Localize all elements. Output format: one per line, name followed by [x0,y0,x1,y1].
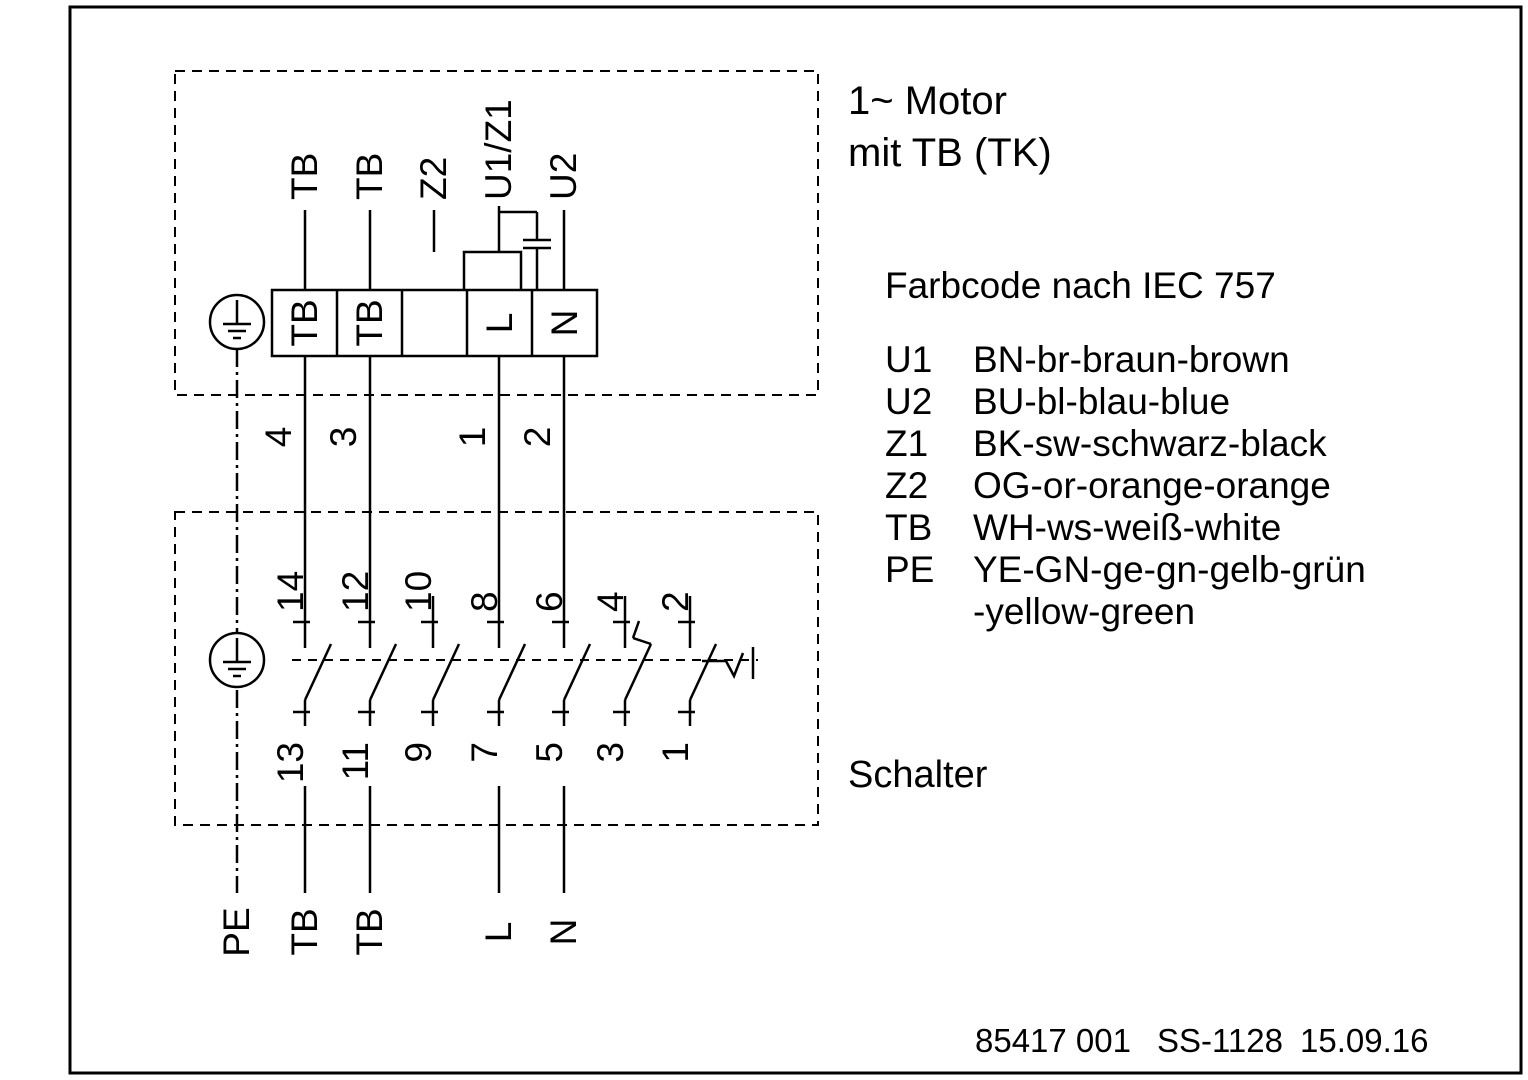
bottom-terminal-number: 5 [529,742,570,763]
contact-blade [562,643,592,701]
motor-title-line1: 1~ Motor [848,79,1007,123]
top-terminal-number: 14 [270,571,311,612]
contact-blade [431,643,461,701]
bottom-terminal-number: 3 [590,742,631,763]
wire-number: 2 [517,427,558,448]
legend-desc: BU-bl-blau-blue [973,381,1230,422]
legend-code: U2 [885,381,932,422]
top-terminal-number: 4 [590,591,631,612]
lead-label: Z2 [413,157,454,200]
bottom-terminal-number: 13 [270,742,311,783]
switch-box [174,511,819,826]
motor-box [174,70,819,396]
terminal-bridge [462,250,523,290]
lead-label: U2 [543,153,584,200]
legend-desc: BN-br-braun-brown [973,339,1290,380]
wire-number: 1 [452,427,493,448]
bottom-terminal-number: 11 [335,742,376,780]
terminal-label: TB [349,299,390,346]
top-terminal-number: 2 [655,591,696,612]
contact-blade [688,643,718,701]
bottom-terminal-number: 1 [655,742,696,763]
supply-label-n: N [543,919,584,946]
terminal-label: L [479,313,520,334]
legend-code: Z2 [885,465,928,506]
top-terminal-number: 12 [335,571,376,612]
footer-date: 15.09.16 [1300,1022,1428,1059]
supply-label-pe: PE [216,907,257,956]
legend-code: Z1 [885,423,928,464]
lead-label: U1/Z1 [478,99,519,200]
supply-label-tb: TB [349,908,390,955]
lead-label: TB [284,153,325,200]
wire-number: 3 [323,427,364,448]
page-border [68,5,1523,1075]
switch-label: Schalter [848,754,988,796]
top-terminal-number: 10 [398,571,439,612]
wire-number: 4 [258,427,299,448]
terminal-label: TB [284,299,325,346]
footer-drawing-number: SS-1128 [1157,1022,1283,1059]
legend-title: Farbcode nach IEC 757 [885,265,1276,306]
supply-label-l: L [478,922,519,943]
contact-blade [303,643,333,701]
legend-desc: WH-ws-weiß-white [973,507,1281,548]
contact-arrow-mark [632,636,652,646]
bottom-terminal-number: 7 [464,742,505,763]
contact-arrow-mark [631,620,641,639]
legend-desc: -yellow-green [973,591,1195,632]
contact-blade [623,643,653,701]
latch-zigzag [702,652,745,679]
legend-code: PE [885,549,934,590]
top-terminal-number: 8 [464,591,505,612]
legend-desc: OG-or-orange-orange [973,465,1331,506]
legend-desc: YE-GN-ge-gn-gelb-grün [973,549,1366,590]
legend-code: TB [885,507,932,548]
top-terminal-number: 6 [529,591,570,612]
lead-label: TB [349,153,390,200]
legend-code: U1 [885,339,932,380]
footer-part-number: 85417 001 [975,1022,1131,1059]
terminal-label: N [544,310,585,337]
motor-title-line2: mit TB (TK) [848,131,1052,175]
legend-desc: BK-sw-schwarz-black [973,423,1327,464]
contact-blade [497,643,527,701]
supply-label-tb: TB [284,908,325,955]
terminal-strip [270,288,599,358]
bottom-terminal-number: 9 [398,742,439,763]
contact-blade [368,643,398,701]
